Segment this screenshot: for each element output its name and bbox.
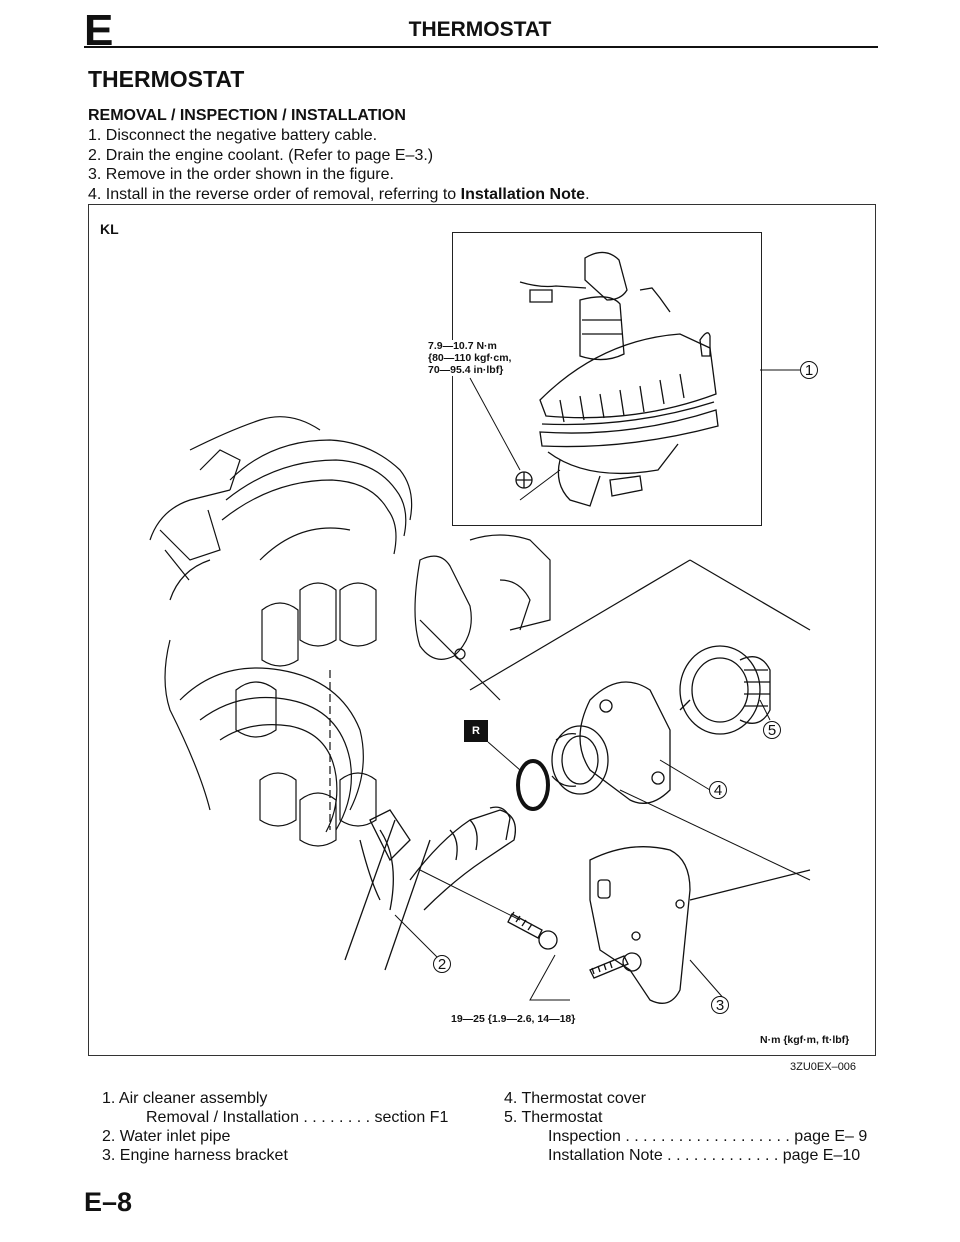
legend-item: 4. Thermostat cover — [504, 1090, 646, 1107]
legend-item: 1. Air cleaner assembly — [102, 1090, 268, 1107]
step-number: 4. — [88, 185, 102, 203]
torque-line: {80—110 kgf·cm, — [428, 352, 512, 364]
legend-item: 3. Engine harness bracket — [102, 1147, 288, 1164]
figure-model-tag: KL — [100, 221, 119, 237]
step-number: 2. — [88, 146, 102, 164]
thermostat-cover-drawing — [551, 681, 671, 804]
callout-2: 2 — [433, 955, 451, 973]
torque-leader — [529, 954, 570, 1001]
legend-subitem: Installation Note . . . . . . . . . . . … — [548, 1147, 861, 1164]
torque-spec-bolts: 19—25 {1.9—2.6, 14—18} — [451, 1013, 576, 1025]
callout-4: 4 — [709, 781, 727, 799]
leader-4 — [659, 759, 711, 791]
step-text: Drain the engine coolant. (Refer to page… — [105, 146, 434, 164]
leader-r — [487, 741, 521, 771]
step-number: 3. — [88, 166, 102, 184]
legend-subitem: Inspection . . . . . . . . . . . . . . .… — [548, 1128, 868, 1145]
guide-line-2 — [419, 869, 521, 921]
step-item: 2. Drain the engine coolant. (Refer to p… — [88, 146, 590, 166]
procedure-heading: REMOVAL / INSPECTION / INSTALLATION — [88, 107, 406, 124]
step-text-end: . — [585, 185, 590, 203]
legend-item: 2. Water inlet pipe — [102, 1128, 231, 1145]
callout-3: 3 — [711, 996, 729, 1014]
page-title: THERMOSTAT — [88, 66, 245, 92]
torque-spec-air-cleaner: 7.9—10.7 N·m {80—110 kgf·cm, 70—95.4 in·… — [428, 340, 512, 376]
leader-2 — [394, 914, 441, 961]
engine-drawing — [149, 416, 811, 847]
legend-subitem: Removal / Installation . . . . . . . . s… — [146, 1109, 449, 1126]
header-rule — [84, 46, 878, 48]
torque-line: 7.9—10.7 N·m — [428, 340, 497, 352]
step-item: 4. Install in the reverse order of remov… — [88, 185, 590, 205]
harness-bracket-drawing — [589, 846, 811, 1004]
air-cleaner-drawing — [469, 251, 719, 507]
replace-part-badge: R — [464, 720, 488, 742]
torque-line: 70—95.4 in·lbf} — [428, 364, 504, 376]
figure-code: 3ZU0EX–006 — [790, 1061, 857, 1073]
step-item: 3. Remove in the order shown in the figu… — [88, 165, 590, 185]
air-cleaner-inset — [452, 232, 762, 526]
page-number: E–8 — [84, 1187, 133, 1217]
water-inlet-pipe-drawing — [344, 806, 517, 971]
guide-line-4 — [619, 789, 811, 881]
procedure-steps: 1. Disconnect the negative battery cable… — [88, 126, 590, 204]
installation-note-ref: Installation Note — [460, 185, 586, 203]
callout-5: 5 — [763, 721, 781, 739]
leader-5 — [759, 699, 771, 721]
legend-item: 5. Thermostat — [504, 1109, 603, 1126]
thermostat-drawing — [679, 645, 771, 735]
leader-3 — [689, 959, 726, 1001]
step-number: 1. — [88, 127, 102, 144]
o-ring-drawing — [516, 759, 550, 811]
step-item: 1. Disconnect the negative battery cable… — [88, 126, 590, 146]
step-text: Install in the reverse order of removal,… — [105, 185, 461, 203]
callout-1: 1 — [800, 361, 818, 379]
header-title: THERMOSTAT — [408, 18, 552, 41]
step-text: Remove in the order shown in the figure. — [105, 166, 394, 184]
torque-units: N·m {kgf·m, ft·lbf} — [760, 1034, 850, 1046]
bolt-drawings — [507, 911, 642, 979]
step-text: Disconnect the negative battery cable. — [105, 127, 378, 144]
figure-frame — [88, 204, 876, 1056]
